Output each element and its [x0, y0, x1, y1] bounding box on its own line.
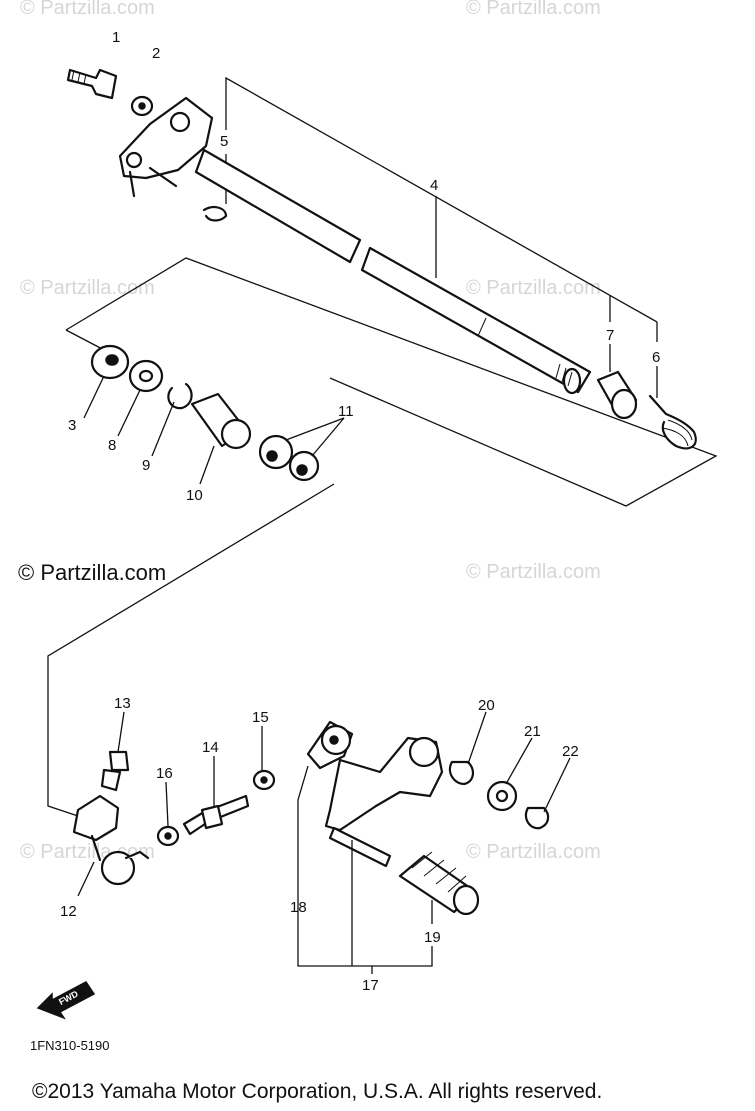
callout-18: 18 — [290, 899, 307, 916]
shift-arm-plate — [118, 96, 214, 198]
callout-13: 13 — [114, 695, 131, 712]
callout-19: 19 — [424, 929, 441, 946]
leader-11b — [311, 417, 345, 457]
leader-16 — [165, 781, 169, 827]
leader-11a — [285, 417, 345, 441]
circlip-9 — [167, 382, 193, 410]
callout-1: 1 — [112, 29, 120, 46]
callout-5: 5 — [220, 133, 228, 150]
shift-arm-12 — [72, 794, 150, 886]
bracket-line-4 — [225, 76, 658, 323]
washer-21 — [486, 780, 518, 812]
callout-20: 20 — [478, 697, 495, 714]
clip-5 — [202, 206, 228, 222]
clip-20 — [448, 760, 474, 786]
nut-16 — [156, 825, 180, 847]
callout-4: 4 — [430, 177, 438, 194]
watermark-top-left: © Partzilla.com — [20, 0, 155, 19]
nut-15 — [252, 769, 276, 791]
bushing-10 — [190, 392, 252, 450]
callout-15: 15 — [252, 709, 269, 726]
callout-8: 8 — [108, 437, 116, 454]
leader-22 — [543, 757, 571, 813]
callout-21: 21 — [524, 723, 541, 740]
seal-11b — [288, 450, 320, 482]
bolt-14 — [182, 794, 250, 836]
leader-3 — [83, 375, 105, 419]
watermark-center-right: © Partzilla.com — [466, 561, 601, 583]
callout-22: 22 — [562, 743, 579, 760]
callout-2: 2 — [152, 45, 160, 62]
fwd-arrow-icon: FWD — [36, 981, 96, 1020]
group-box-lower — [47, 483, 335, 817]
callout-11: 11 — [338, 403, 354, 420]
watermark-top-right: © Partzilla.com — [466, 0, 601, 19]
callout-14: 14 — [202, 739, 219, 756]
bolt-1 — [66, 68, 118, 100]
bolt-13 — [100, 750, 130, 792]
rubber-19 — [398, 851, 480, 916]
watermark-lower-right: © Partzilla.com — [466, 841, 601, 863]
watermark-mid-left: © Partzilla.com — [20, 277, 155, 299]
group-box-upper — [65, 257, 718, 507]
callout-3: 3 — [68, 417, 76, 434]
watermark-main: © Partzilla.com — [18, 560, 166, 585]
watermark-lower-left: © Partzilla.com — [20, 841, 155, 863]
callout-16: 16 — [156, 765, 173, 782]
copyright-notice: ©2013 Yamaha Motor Corporation, U.S.A. A… — [32, 1080, 602, 1103]
washer-3 — [90, 344, 130, 380]
watermark-mid-right: © Partzilla.com — [466, 277, 601, 299]
leader-13 — [117, 711, 125, 753]
callout-17: 17 — [362, 977, 379, 994]
callout-6: 6 — [652, 349, 660, 366]
callout-9: 9 — [142, 457, 150, 474]
callout-10: 10 — [186, 487, 203, 504]
clip-22 — [524, 806, 550, 830]
collar-7 — [596, 370, 638, 420]
bracket-17 — [297, 765, 433, 967]
nut-2 — [130, 95, 154, 117]
callout-7: 7 — [606, 327, 614, 344]
washer-8 — [128, 359, 164, 393]
leader-9 — [151, 401, 175, 457]
shift-shaft — [194, 148, 592, 395]
callout-12: 12 — [60, 903, 77, 920]
leader-21 — [505, 737, 533, 785]
leader-8 — [117, 389, 141, 437]
leader-10 — [199, 445, 215, 485]
seal-11a — [258, 434, 294, 470]
leader-20 — [467, 711, 487, 765]
leader-12 — [77, 861, 95, 897]
spring-6 — [648, 394, 697, 450]
shift-pedal-17 — [306, 720, 444, 868]
diagram-code: 1FN310-5190 — [30, 1038, 110, 1053]
